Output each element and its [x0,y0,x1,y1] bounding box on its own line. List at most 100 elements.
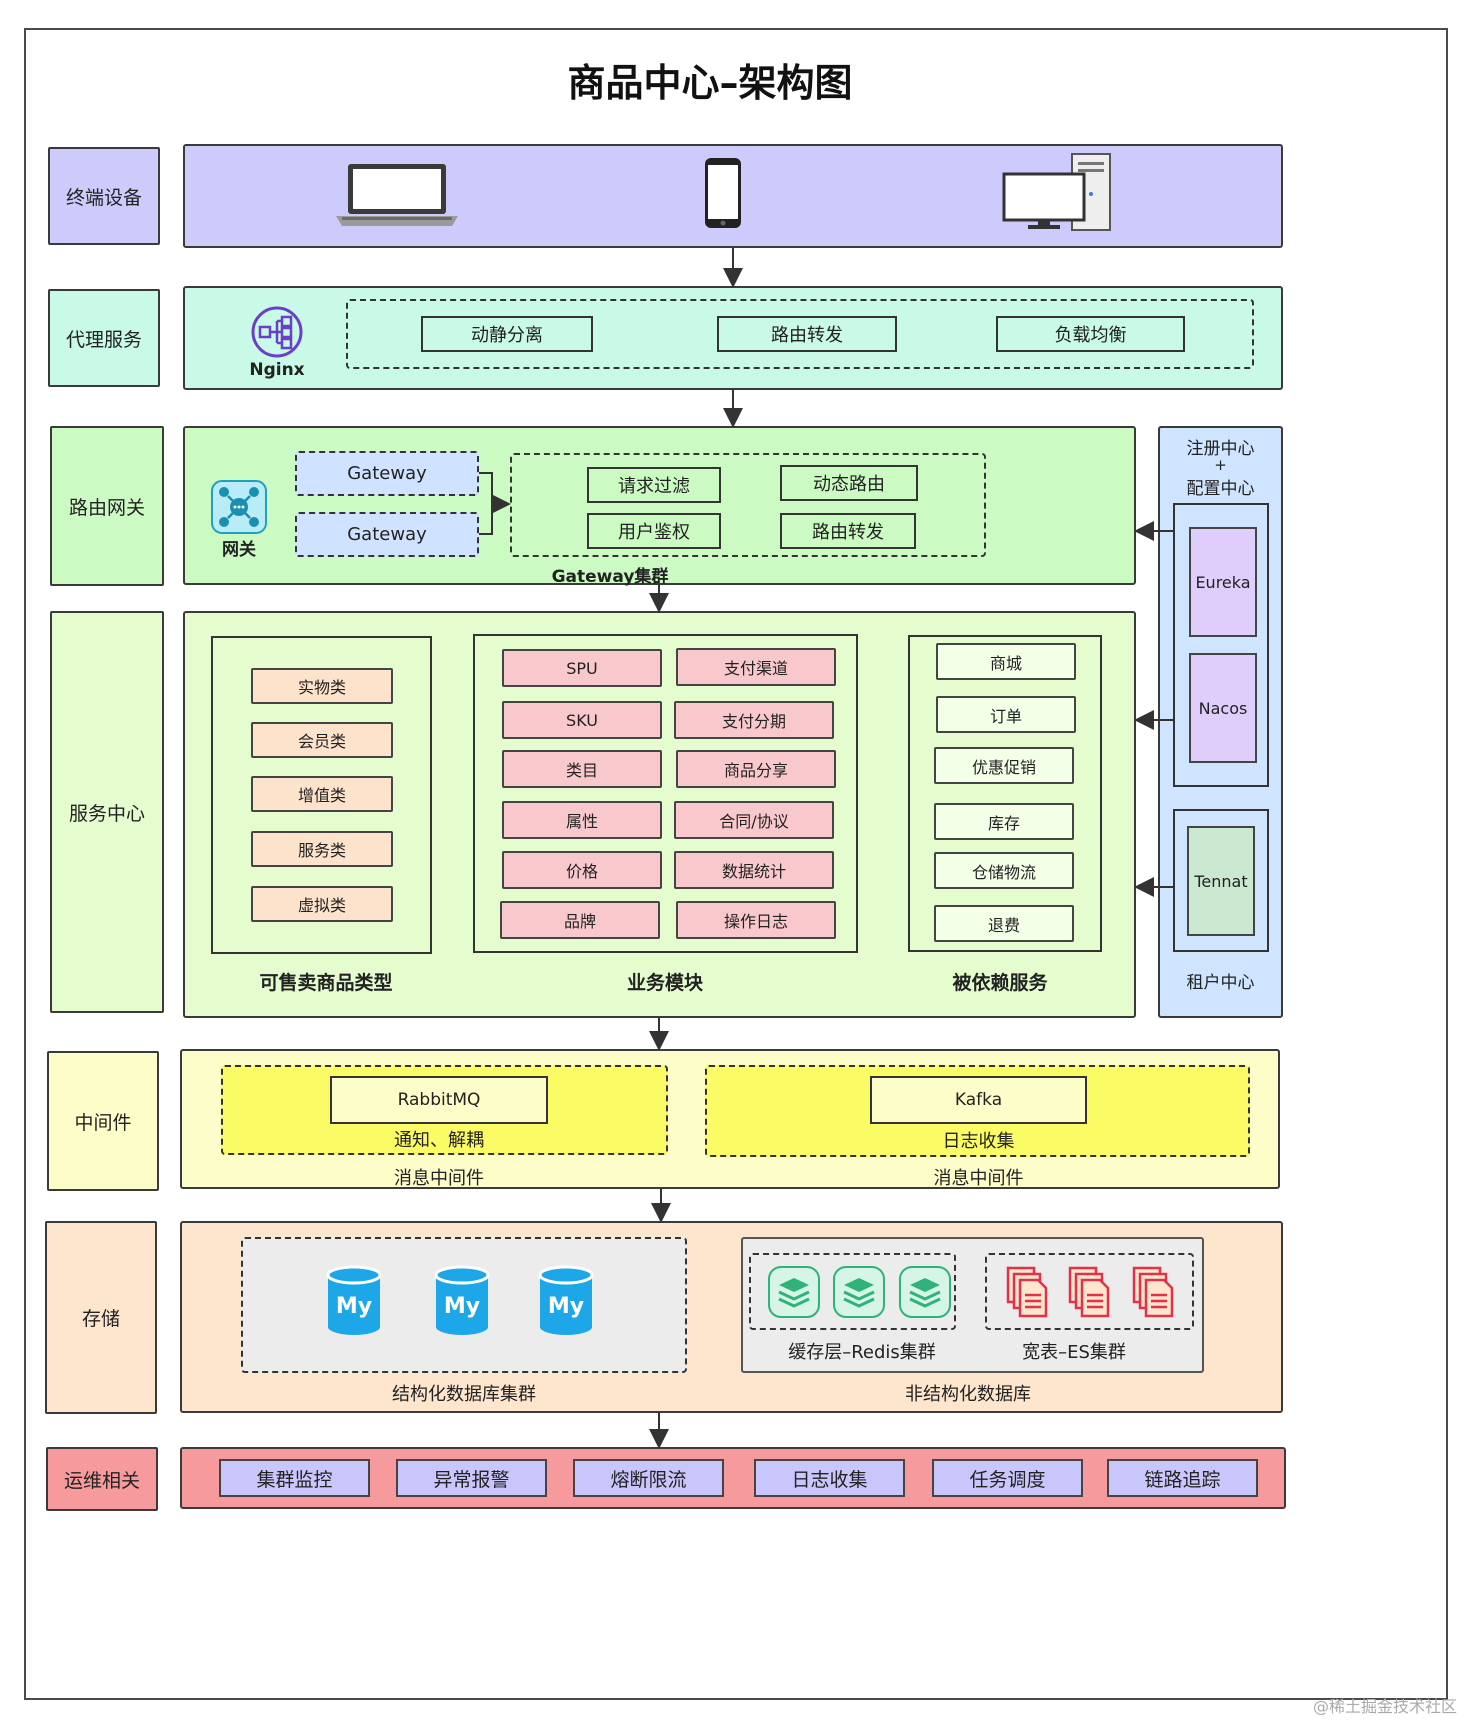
proxy-functions-group [346,299,1254,369]
rabbitmq-desc: 通知、解耦 [394,1130,484,1151]
ops-item-task-scheduling: 任务调度 [932,1459,1083,1497]
mysql-db-icon-3-text: My [548,1294,584,1319]
redis-icon-3 [899,1266,951,1318]
desktop-computer-icon [1002,153,1111,231]
dependent-services-group [908,635,1102,952]
business-module-operation-log: 操作日志 [676,901,836,939]
business-module-payment-channel: 支付渠道 [676,648,836,686]
proxy-item-load-balance: 负载均衡 [996,316,1185,352]
business-module-spu: SPU [502,649,662,687]
connector-gateway-node-2 [479,504,493,535]
gateway-func-request-filter: 请求过滤 [587,467,721,503]
ops-item-log-collection: 日志收集 [754,1459,905,1497]
gateway-node-1: Gateway [295,451,479,496]
dependent-service-mall: 商城 [936,643,1076,680]
tenant-item: Tennat [1187,826,1255,936]
mysql-db-icon-3: My [538,1265,594,1335]
unstructured-db-caption: 非结构化数据库 [905,1384,1031,1405]
layer-label-proxy: 代理服务 [48,289,160,387]
mysql-db-icon-1-text: My [336,1294,372,1319]
business-module-sku: SKU [502,701,662,739]
mysql-db-icon-1: My [326,1265,382,1335]
sellable-type-service: 服务类 [251,831,393,867]
business-module-category: 类目 [502,750,662,788]
laptop-icon [336,164,458,226]
redis-icon-1 [768,1266,820,1318]
sellable-type-value-added: 增值类 [251,776,393,812]
proxy-band [183,286,1283,390]
registry-title-2: 配置中心 [1186,479,1255,499]
nginx-label: Nginx [249,360,305,380]
business-module-contract: 合同/协议 [674,801,834,839]
ops-item-cluster-monitor: 集群监控 [219,1459,370,1497]
diagram-frame [24,28,1448,1700]
sellable-type-physical: 实物类 [251,668,393,704]
business-modules-caption: 业务模块 [626,972,703,994]
layer-label-ops: 运维相关 [46,1447,158,1511]
tenant-group [1173,809,1269,952]
dependent-service-logistics: 仓储物流 [934,852,1074,889]
ops-item-alert: 异常报警 [396,1459,547,1497]
sellable-types-group [211,636,432,954]
gateway-func-route-forward: 路由转发 [780,513,916,549]
structured-db-caption: 结构化数据库集群 [392,1384,536,1405]
es-document-icon-1 [1006,1266,1048,1318]
dependent-service-inventory: 库存 [934,803,1074,840]
gateway-node-2: Gateway [295,512,479,557]
sellable-type-virtual: 虚拟类 [251,886,393,922]
layer-label-storage: 存储 [45,1221,157,1414]
tenant-center-label: 租户中心 [1186,973,1255,993]
business-module-brand: 品牌 [500,901,660,939]
registry-title-plus: + [1214,456,1227,474]
phone-icon [705,158,741,228]
business-module-share: 商品分享 [676,750,836,788]
kafka-desc: 日志收集 [942,1131,1015,1152]
es-cluster-group [985,1253,1194,1330]
business-module-statistics: 数据统计 [674,851,834,889]
business-modules-group [473,634,858,953]
dependent-service-promotion: 优惠促销 [934,747,1074,784]
es-document-icon-3 [1132,1266,1174,1318]
gateway-icon-label: 网关 [222,540,256,560]
registry-eureka: Eureka [1189,527,1257,637]
proxy-item-static-separation: 动静分离 [421,316,593,352]
business-module-price: 价格 [502,851,662,889]
layer-label-service: 服务中心 [50,611,164,1013]
redis-icon-2 [833,1266,885,1318]
dependent-service-order: 订单 [936,696,1076,733]
gateway-functions-group [510,453,986,557]
watermark: @稀土掘金技术社区 [1312,1697,1457,1716]
layer-label-gateway: 路由网关 [50,426,164,586]
rabbitmq-box: RabbitMQ [330,1076,548,1124]
layer-label-middleware: 中间件 [47,1051,159,1191]
sellable-types-caption: 可售卖商品类型 [259,972,393,994]
business-module-attribute: 属性 [502,801,662,839]
page-title: 商品中心–架构图 [567,61,853,105]
mysql-db-icon-2: My [434,1265,490,1335]
redis-cluster-group [749,1253,956,1330]
registry-title-1: 注册中心 [1186,439,1255,459]
gateway-func-dynamic-route: 动态路由 [780,465,918,501]
kafka-caption: 消息中间件 [933,1168,1024,1189]
gateway-cluster-label: Gateway集群 [551,567,669,587]
sellable-type-membership: 会员类 [251,722,393,758]
business-module-installment: 支付分期 [674,701,834,739]
registry-nacos: Nacos [1189,653,1257,763]
gateway-func-user-auth: 用户鉴权 [587,513,721,549]
redis-cluster-caption: 缓存层–Redis集群 [788,1342,936,1363]
layer-label-terminal: 终端设备 [48,147,160,245]
dependent-service-refund: 退费 [934,905,1074,942]
ops-item-circuit-breaker: 熔断限流 [573,1459,724,1497]
registry-group [1173,503,1269,787]
gateway-icon [211,480,267,534]
ops-item-tracing: 链路追踪 [1107,1459,1258,1497]
rabbitmq-caption: 消息中间件 [394,1168,484,1189]
proxy-item-route-forward: 路由转发 [717,316,897,352]
kafka-box: Kafka [870,1076,1087,1124]
es-cluster-caption: 宽表–ES集群 [1022,1342,1126,1363]
nginx-icon [251,306,303,358]
es-document-icon-2 [1068,1266,1110,1318]
dependent-services-caption: 被依赖服务 [952,972,1048,994]
connector-gateway-node-1 [479,472,511,514]
